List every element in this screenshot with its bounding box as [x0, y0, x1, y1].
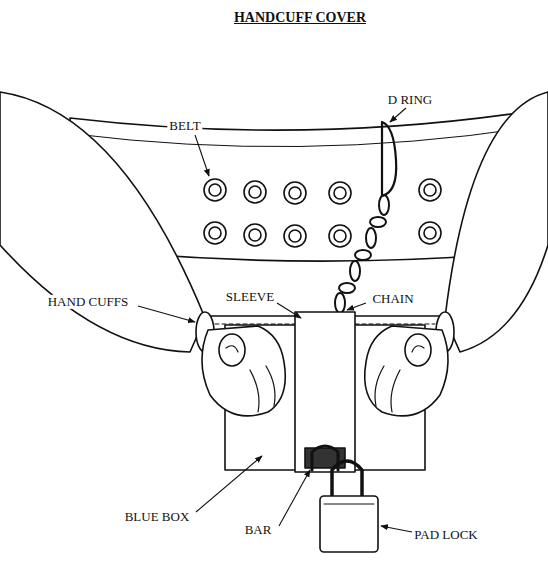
d-ring	[382, 122, 396, 196]
part-label: BAR	[243, 523, 274, 537]
part-label: D RING	[386, 93, 434, 107]
padlock	[320, 461, 378, 552]
left-fist	[202, 326, 285, 416]
part-label: CHAIN	[370, 292, 415, 306]
part-label: PAD LOCK	[412, 528, 479, 542]
belt-grommets	[204, 179, 441, 247]
belt-fold	[74, 128, 526, 147]
diagram-title: HANDCUFF COVER	[234, 10, 366, 26]
part-label: HAND CUFFS	[46, 295, 131, 309]
right-arm	[445, 92, 548, 352]
sleeve	[295, 312, 355, 472]
leader-lines	[138, 108, 412, 532]
right-fist	[365, 326, 448, 416]
part-label: BELT	[167, 119, 202, 133]
part-label: BLUE BOX	[123, 510, 192, 524]
part-label: SLEEVE	[224, 290, 276, 304]
left-arm	[0, 92, 205, 352]
